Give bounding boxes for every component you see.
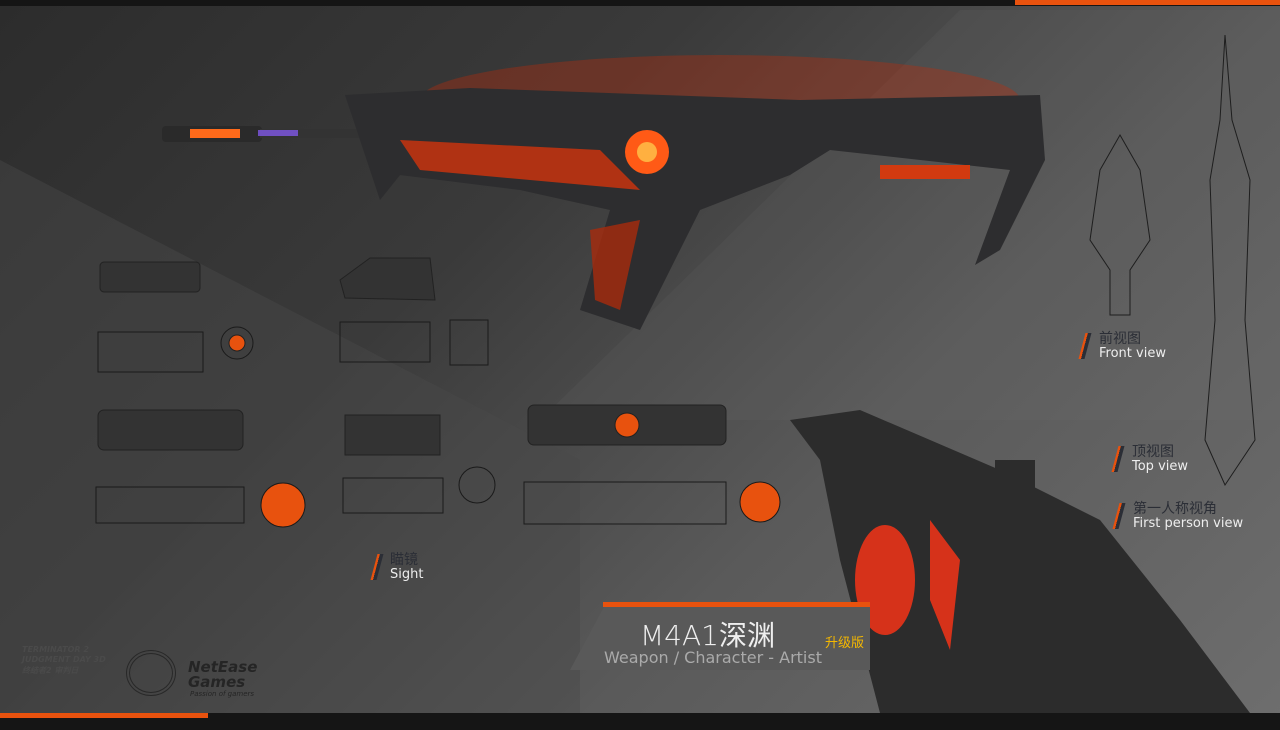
netease-tagline: Passion of gamers (190, 690, 255, 698)
title-accent-bar (603, 602, 870, 607)
top-view-label: 顶视图 Top view (1132, 444, 1189, 474)
artist-credit: Weapon / Character - Artist (604, 648, 822, 667)
upgrade-badge: 升级版 (825, 636, 865, 651)
sight-label: 瞄镜 Sight (390, 552, 424, 582)
background-panel-right (540, 10, 1280, 420)
front-view-label: 前视图 Front view (1099, 331, 1166, 361)
bottom-bar (0, 713, 1280, 730)
orthographic-view-linework (1089, 34, 1256, 487)
background-panel (0, 160, 580, 730)
weapon-title: M4A1深渊 (640, 619, 775, 652)
netease-swirl-icon (126, 650, 176, 696)
netease-logo-text: NetEase Games (188, 658, 258, 691)
main-rifle-illustration (162, 55, 1045, 330)
bottom-accent-bar (0, 713, 208, 718)
first-person-view-illustration (790, 410, 1250, 713)
first-person-view-label: 第一人称视角 First person view (1133, 501, 1244, 531)
title-panel (570, 605, 870, 670)
sight-part-illustrations (95, 257, 781, 528)
top-bar (0, 0, 1280, 6)
top-accent-bar (1015, 0, 1280, 5)
terminator-logo: TERMINATOR 2 JUDGMENT DAY 3D 终结者2 审判日 (22, 645, 106, 675)
